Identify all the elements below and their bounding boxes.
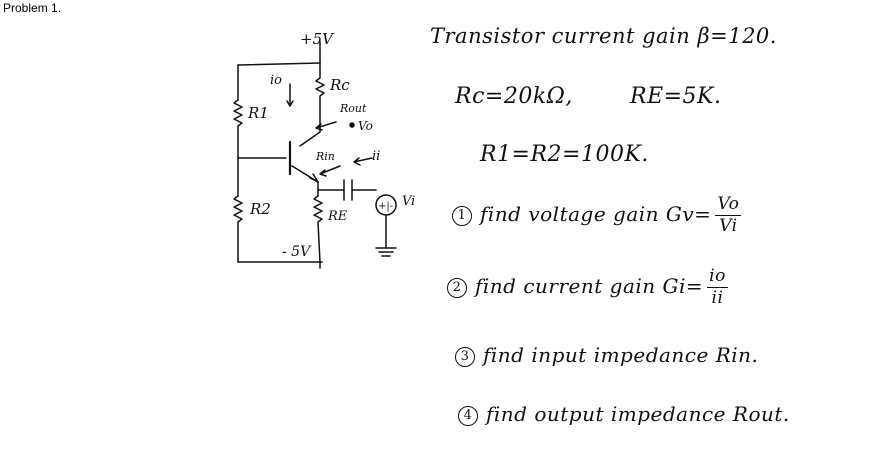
given-line-2b: RE=5K. xyxy=(630,84,722,109)
rc-label: Rc xyxy=(329,76,350,94)
task-text-2: find current gain Gi= xyxy=(475,274,704,298)
rout-arrow-icon xyxy=(315,121,337,131)
re-label: RE xyxy=(327,209,348,224)
vcc-label: +5V xyxy=(300,30,335,48)
circuit-diagram: +5V - 5V R1 R2 Rc RE io ii Rout Vo Rin +… xyxy=(233,30,415,269)
task-number-1: 1 xyxy=(452,205,472,226)
problem-label: Problem 1. xyxy=(3,1,62,15)
source-symbol: +|- xyxy=(378,201,394,212)
io-label: io xyxy=(270,73,282,88)
ii-arrow-icon xyxy=(353,157,373,166)
rin-arrow-icon xyxy=(319,165,341,177)
wire-collector xyxy=(299,131,321,147)
task-text-4: find output impedance Rout. xyxy=(486,402,790,426)
task-number-3: 3 xyxy=(455,346,475,367)
given-line-2a: Rc=20kΩ, xyxy=(455,84,573,109)
ii-label: ii xyxy=(372,149,380,164)
wire-top-rail xyxy=(237,62,321,66)
rin-label: Rin xyxy=(315,150,335,163)
resistor-r2 xyxy=(233,195,243,223)
given-line-1: Transistor current gain β=120. xyxy=(430,24,777,48)
fraction-gi-num: io xyxy=(707,266,728,288)
resistor-re xyxy=(313,181,323,263)
resistor-r1 xyxy=(233,99,243,127)
task-number-2: 2 xyxy=(447,277,467,298)
vo-terminal xyxy=(349,122,355,128)
resistor-rc xyxy=(315,62,325,133)
vo-label: Vo xyxy=(358,119,373,133)
fraction-gi-den: ii xyxy=(711,288,724,308)
given-line-3: R1=R2=100K. xyxy=(480,142,649,167)
vee-label: - 5V xyxy=(282,244,312,260)
emitter-arrow-icon xyxy=(309,173,319,183)
task-text-3: find input impedance Rin. xyxy=(483,343,759,367)
r2-label: R2 xyxy=(249,200,271,218)
r1-label: R1 xyxy=(247,104,269,122)
ground-icon xyxy=(375,247,397,257)
fraction-gv-den: Vi xyxy=(719,216,738,236)
fraction-gv-num: Vo xyxy=(715,194,742,216)
task-text-1: find voltage gain Gv= xyxy=(480,202,712,226)
rout-label: Rout xyxy=(339,102,367,115)
task-number-4: 4 xyxy=(458,405,478,426)
vi-label: Vi xyxy=(402,194,415,209)
task-output-impedance: 4 find output impedance Rout. xyxy=(458,402,790,426)
task-input-impedance: 3 find input impedance Rin. xyxy=(455,343,758,367)
io-arrow-icon xyxy=(286,83,294,107)
